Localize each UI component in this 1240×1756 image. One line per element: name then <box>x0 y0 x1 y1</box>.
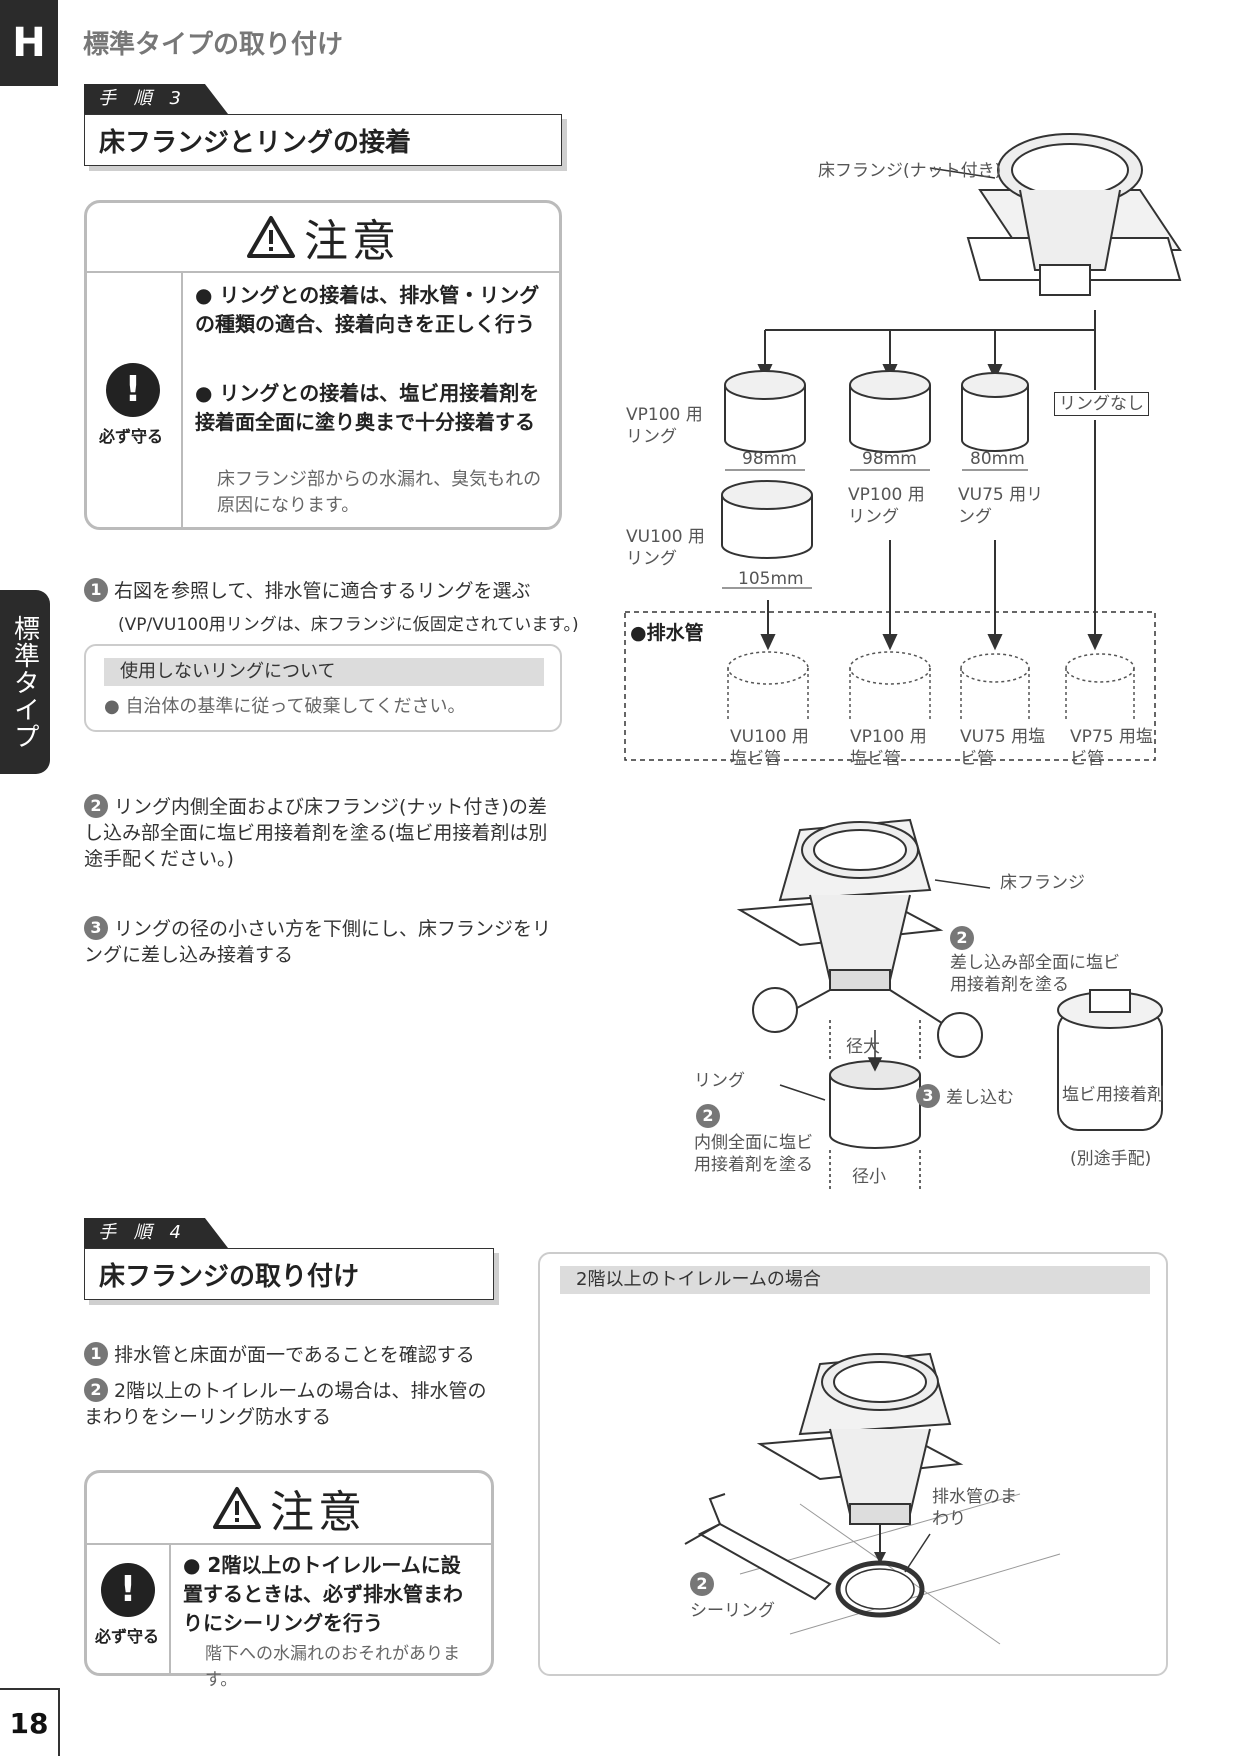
must-label: 必ず守る <box>95 1627 160 1646</box>
ring-size: 80mm <box>970 449 1025 469</box>
pipe-drawings <box>727 651 1135 720</box>
apply-ring-label: 内側全面に塩ビ用接着剤を塗る <box>694 1133 813 1175</box>
warning-icon <box>247 216 295 258</box>
no-ring-label: リングなし <box>1054 392 1149 416</box>
step-number-1: 1 <box>84 1342 108 1366</box>
caulking-gun <box>684 1493 832 1601</box>
apply-flange-label: 差し込み部全面に塩ビ用接着剤を塗る <box>950 953 1120 995</box>
sealing-step: 2 <box>690 1572 720 1597</box>
caution-left-column: ! 必ず守る <box>87 1543 171 1673</box>
caution-title: 注意 <box>304 216 400 267</box>
step3-title: 床フランジとリングの接着 <box>84 114 562 166</box>
upper-floor-panel: 2階以上のトイレルームの場合 排水管のまわり 2 シーリング <box>538 1252 1168 1676</box>
ring-label-2: リング <box>694 1071 745 1091</box>
flange-leader <box>929 167 996 179</box>
large-diameter-label: 径大 <box>846 1037 880 1057</box>
pipe-label: VU100 用塩ビ管 <box>730 727 809 769</box>
caution-bullet: ● 2階以上のトイレルームに設置するときは、必ず排水管まわりにシーリングを行う <box>183 1553 463 1635</box>
side-tab: 標準タイプ <box>0 590 50 774</box>
sealing-diagram <box>684 1352 1061 1645</box>
caution-left-column: ! 必ず守る <box>87 271 183 527</box>
caution-note: 床フランジ部からの水漏れ、臭気もれの原因になります。 <box>217 469 542 516</box>
ring-selection-diagram <box>624 133 1182 761</box>
ring-drawings <box>721 370 1029 559</box>
step4-title: 床フランジの取り付け <box>84 1248 494 1300</box>
connector-lines <box>757 310 1103 651</box>
step-number-3: 3 <box>84 916 108 940</box>
caution-box-1: 注意 ! 必ず守る ● リングとの接着は、排水管・リングの種類の適合、接着向きを… <box>84 200 562 530</box>
step3-tag: 手 順 3 <box>84 84 228 114</box>
page-number: 18 <box>0 1688 60 1756</box>
apply-ring-step: 2 <box>696 1104 726 1129</box>
floor-flange-drawing <box>966 133 1182 296</box>
pipe-label: VP100 用塩ビ管 <box>850 727 927 769</box>
caution-bullet: ● リングとの接着は、排水管・リングの種類の適合、接着向きを正しく行う <box>195 283 540 336</box>
drain-pipe-area <box>624 611 1156 761</box>
ring-size: 98mm <box>742 449 797 469</box>
caution-title: 注意 <box>270 1487 366 1538</box>
ring-label: VP100 用リング <box>626 405 703 447</box>
sealing-label: シーリング <box>690 1601 775 1621</box>
caution-box-2: 注意 ! 必ず守る ● 2階以上のトイレルームに設置するときは、必ず排水管まわり… <box>84 1470 494 1690</box>
caution-header: 注意 <box>87 1473 491 1545</box>
step3-item-1-sub: (VP/VU100用リングは、床フランジに仮固定されています。) <box>118 615 579 635</box>
dimension-lines <box>722 469 1028 589</box>
pipe-label: VP75 用塩ビ管 <box>1070 727 1153 769</box>
adhesive-label: 塩ビ用接着剤 <box>1062 1085 1164 1105</box>
apply-flange-step: 2 <box>950 926 980 951</box>
step4-tag: 手 順 4 <box>84 1218 228 1248</box>
step-number-2: 2 <box>84 1378 108 1402</box>
assembly-diagram <box>736 818 1163 1190</box>
step-number-1: 1 <box>84 578 108 602</box>
warning-icon <box>213 1487 261 1529</box>
step-number-2: 2 <box>84 794 108 818</box>
unused-ring-box: 使用しないリングについて ● 自治体の基準に従って破棄してください。 <box>84 644 562 732</box>
section-tab: H <box>0 0 58 86</box>
ring-label: VP100 用リング <box>848 485 925 527</box>
caution-header: 注意 <box>87 203 559 273</box>
adhesive-note: (別途手配) <box>1070 1149 1152 1169</box>
pipe-around-label: 排水管のまわり <box>932 1487 1017 1529</box>
must-do-icon: ! <box>101 1563 155 1617</box>
small-diameter-label: 径小 <box>852 1167 886 1187</box>
ring-label: VU100 用リング <box>626 527 705 569</box>
caution-bullet: ● リングとの接着は、塩ビ用接着剤を接着面全面に塗り奥まで十分接着する <box>195 381 540 434</box>
pipe-label: VU75 用塩ビ管 <box>960 727 1046 769</box>
ring-size: 98mm <box>862 449 917 469</box>
page-title: 標準タイプの取り付け <box>83 30 344 60</box>
caution-note: 階下への水漏れのおそれがあります。 <box>205 1644 460 1690</box>
unused-ring-title: 使用しないリングについて <box>104 658 544 686</box>
flange-label-2: 床フランジ <box>1000 873 1085 893</box>
flange-label: 床フランジ(ナット付き) <box>818 161 1002 181</box>
must-do-icon: ! <box>106 363 160 417</box>
unused-ring-text: ● 自治体の基準に従って破棄してください。 <box>104 696 466 717</box>
ring-label: VU75 用リング <box>958 485 1044 527</box>
drain-pipe-title: ●排水管 <box>630 622 704 644</box>
must-label: 必ず守る <box>99 427 164 446</box>
upper-floor-title: 2階以上のトイレルームの場合 <box>560 1266 1150 1294</box>
ring-size: 105mm <box>738 569 804 589</box>
